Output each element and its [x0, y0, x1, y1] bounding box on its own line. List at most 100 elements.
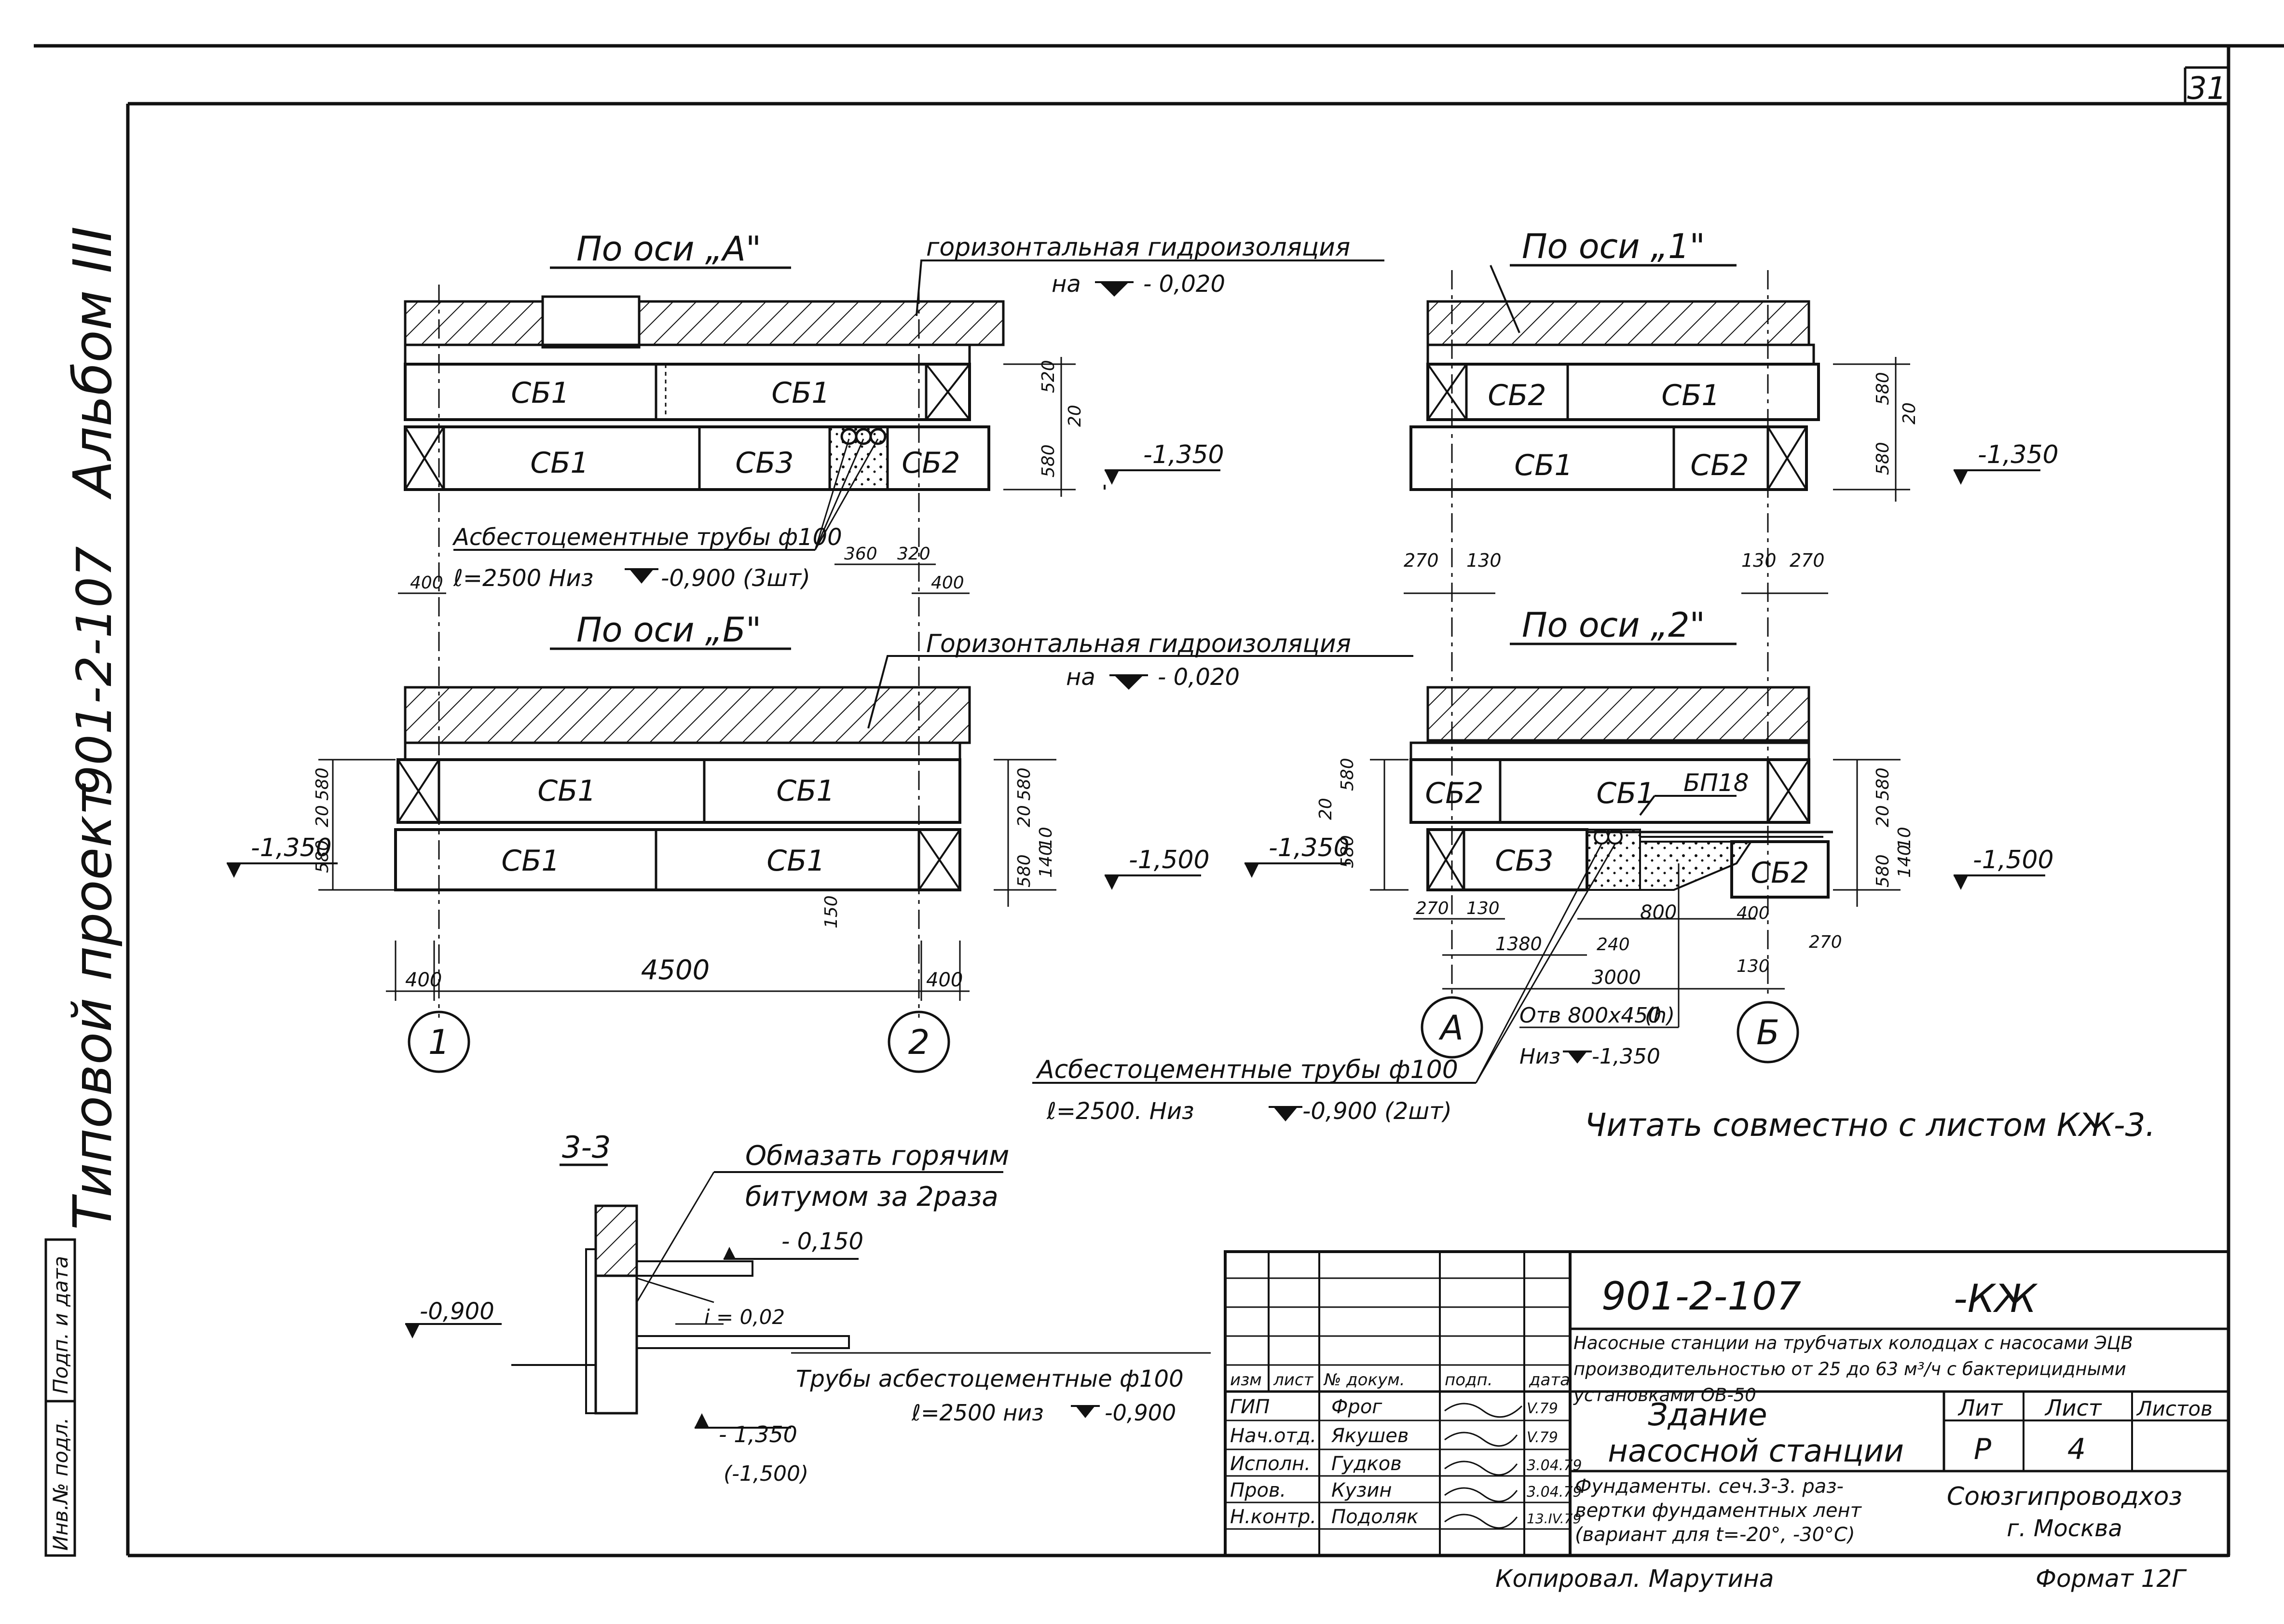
side-stamp-block	[44, 1238, 76, 1557]
dim-label: 240	[1597, 935, 1630, 955]
section-title: По оси „1"	[1522, 227, 1705, 266]
org-city: г. Москва	[2007, 1515, 2122, 1542]
side-project-number: 901-2-107	[66, 546, 123, 796]
section-title: По оси „А"	[576, 229, 761, 269]
side-sign-date: Подп. и дата	[49, 1256, 72, 1394]
block-label: СБ1	[1514, 449, 1573, 482]
axis-label: А	[1438, 1008, 1463, 1048]
row-role: Пров.	[1230, 1479, 1286, 1501]
dim-label: 270	[1809, 932, 1842, 952]
dim-label: 10	[1895, 827, 1915, 849]
dim-label: 580	[313, 767, 332, 801]
row-date: 13.IV.79	[1527, 1511, 1581, 1527]
side-inv: Инв.№ подл.	[49, 1418, 72, 1551]
copied-by: Копировал. Марутина	[1495, 1565, 1774, 1593]
level-mark: (-1,500)	[724, 1461, 808, 1486]
block-label: СБ1	[766, 844, 825, 878]
dim-label: 320	[897, 544, 930, 564]
lit-header: Лит	[1957, 1395, 2003, 1421]
dim-label: 20	[1873, 805, 1893, 827]
block-row-upper	[404, 363, 971, 421]
axis-marker-a: А	[1421, 996, 1483, 1059]
row-name: Гудков	[1331, 1453, 1402, 1475]
dim-label: 270	[1790, 550, 1825, 571]
sheet-desc-3: (вариант для t=-20°, -30°С)	[1575, 1524, 1855, 1546]
pipes-level: -0,900 (3шт)	[661, 565, 810, 592]
coating-note-1: Обмазать горячим	[745, 1140, 1009, 1172]
dim-label: 20	[1065, 405, 1085, 427]
section-axis-a: По оси „А" СБ1 СБ1 СБ1 СБ3 СБ2 горизонта…	[398, 229, 1384, 594]
dim-label: 580	[313, 840, 332, 873]
dim-label: 520	[1039, 360, 1058, 393]
block-label: СБ2	[1488, 379, 1546, 412]
dim-label: 580	[1873, 854, 1893, 887]
axis-label: 1	[428, 1023, 450, 1062]
read-note: Читать совместно с листом КЖ-3.	[1585, 1106, 2156, 1144]
section-title: По оси „Б"	[576, 610, 761, 650]
side-project-label: Типовой проект	[62, 783, 123, 1230]
dim-label: 130	[1737, 956, 1770, 976]
block-label: СБ3	[1495, 844, 1553, 878]
level-mark-left: -1,350	[1269, 833, 1350, 862]
dim-label: 10	[1036, 827, 1056, 849]
row-role: Нач.отд.	[1230, 1425, 1316, 1447]
dim-label: 20	[1900, 402, 1919, 424]
doc-code: 901-2-107	[1601, 1274, 1801, 1319]
section-axis-2: По оси „2" СБ2 СБ1 БП18 СБ3 СБ2 -1,350 -…	[1245, 605, 2054, 1069]
dim-label: 580	[1873, 767, 1893, 801]
header-cell: № докум.	[1323, 1370, 1405, 1390]
dim-label: 130	[1741, 550, 1777, 571]
pipes-level: -0,900	[1105, 1400, 1176, 1426]
waterproof-label: горизонтальная гидроизоляция	[926, 233, 1350, 262]
sheet-desc-1: Фундаменты. сеч.3-3. раз-	[1575, 1475, 1844, 1498]
dim-label: 400	[410, 573, 443, 593]
pipes-note: Асбестоцементные трубы ф100	[452, 524, 842, 551]
section-title: По оси „2"	[1522, 605, 1705, 645]
opening-level-value: -1,350	[1592, 1044, 1660, 1069]
level-mark-right: -1,500	[1129, 846, 1210, 874]
dim-label: 20	[1316, 798, 1336, 820]
block-label: БП18	[1683, 769, 1749, 797]
level-mark: - 0,150	[781, 1228, 863, 1255]
list-value: 4	[2067, 1433, 2086, 1466]
pipes-note-2: ℓ=2500 Низ	[453, 565, 593, 592]
dim-label: 400	[405, 969, 442, 991]
sheet-frame	[34, 44, 2284, 1557]
block-label: СБ2	[1425, 777, 1483, 810]
pipes-label: Трубы асбестоцементные ф100	[796, 1365, 1184, 1392]
dim-label: 400	[931, 573, 964, 593]
block-label: СБ1	[1596, 777, 1655, 810]
listov-header: Листов	[2136, 1397, 2213, 1420]
dim-label: 130	[1466, 899, 1500, 918]
dim-label: 800	[1640, 901, 1677, 924]
block-label: СБ1	[537, 774, 596, 808]
block-label: СБ2	[1751, 856, 1809, 890]
list-header: Лист	[2044, 1395, 2102, 1421]
axis-marker-b: Б	[1737, 1001, 1799, 1064]
dim-label: 580	[1014, 767, 1034, 801]
header-cell: дата	[1529, 1370, 1570, 1390]
level-mark: -1,350	[1978, 440, 2059, 469]
building-name-1: Здание	[1648, 1397, 1767, 1433]
level-mark: - 1,350	[719, 1421, 797, 1447]
row-date: V.79	[1527, 1400, 1558, 1417]
dim-label: 4500	[641, 955, 710, 986]
header-cell: подп.	[1445, 1370, 1493, 1390]
doc-description: Насосные станции на трубчатых колодцах с…	[1573, 1333, 2133, 1406]
header-cell: изм	[1230, 1370, 1262, 1390]
pipes-note-line1: Асбестоцементные трубы ф100	[1036, 1055, 1458, 1084]
block-label: СБ2	[902, 446, 960, 480]
axis-marker-2: 2	[888, 1010, 950, 1073]
block-label: СБ1	[501, 844, 560, 878]
axis-lines	[438, 270, 1769, 1018]
dim-label: 20	[1014, 805, 1034, 827]
sheet-desc-2: вертки фундаментных лент	[1575, 1500, 1862, 1522]
dim-label: 580	[1014, 854, 1034, 887]
dim-label: 580	[1338, 835, 1357, 868]
coating-note-2: битумом за 2раза	[745, 1181, 998, 1213]
section-3-3: 3-3 Обмазать горячим битумом за 2раза - …	[405, 1130, 1211, 1486]
row-role: Исполн.	[1230, 1453, 1311, 1475]
block-label: СБ2	[1690, 449, 1749, 482]
format-label: Формат 12Г	[2036, 1565, 2187, 1593]
dim-label: 360	[844, 544, 877, 564]
